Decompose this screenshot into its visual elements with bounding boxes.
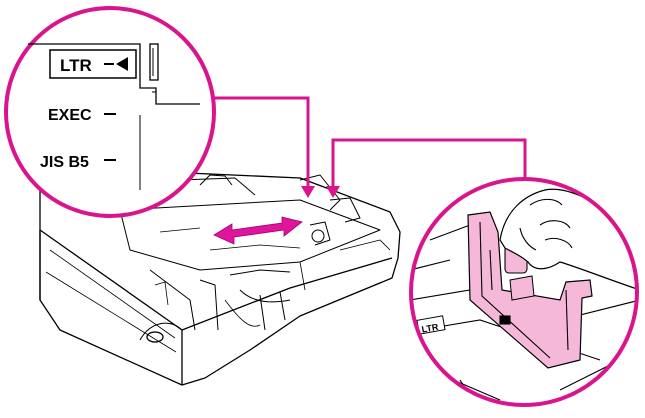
highlighted-paper-guide [467, 211, 593, 369]
connector-arrowhead-left [301, 186, 315, 198]
left-pointing-triangle-icon [116, 57, 128, 71]
ltr-scale-label: LTR [60, 56, 92, 75]
jisb5-scale-label: JIS B5 [40, 154, 89, 171]
ltr-tray-mark: LTR [421, 322, 440, 335]
guide-zoom-callout: LTR [409, 177, 639, 407]
exec-scale-label: EXEC [48, 107, 92, 124]
scale-zoom-callout: LTR EXEC JIS B5 [4, 6, 216, 218]
width-guide-arrow [213, 216, 303, 245]
callout-connectors [200, 96, 527, 186]
scale-slot [149, 43, 159, 81]
connector-arrowhead-right [326, 186, 340, 198]
